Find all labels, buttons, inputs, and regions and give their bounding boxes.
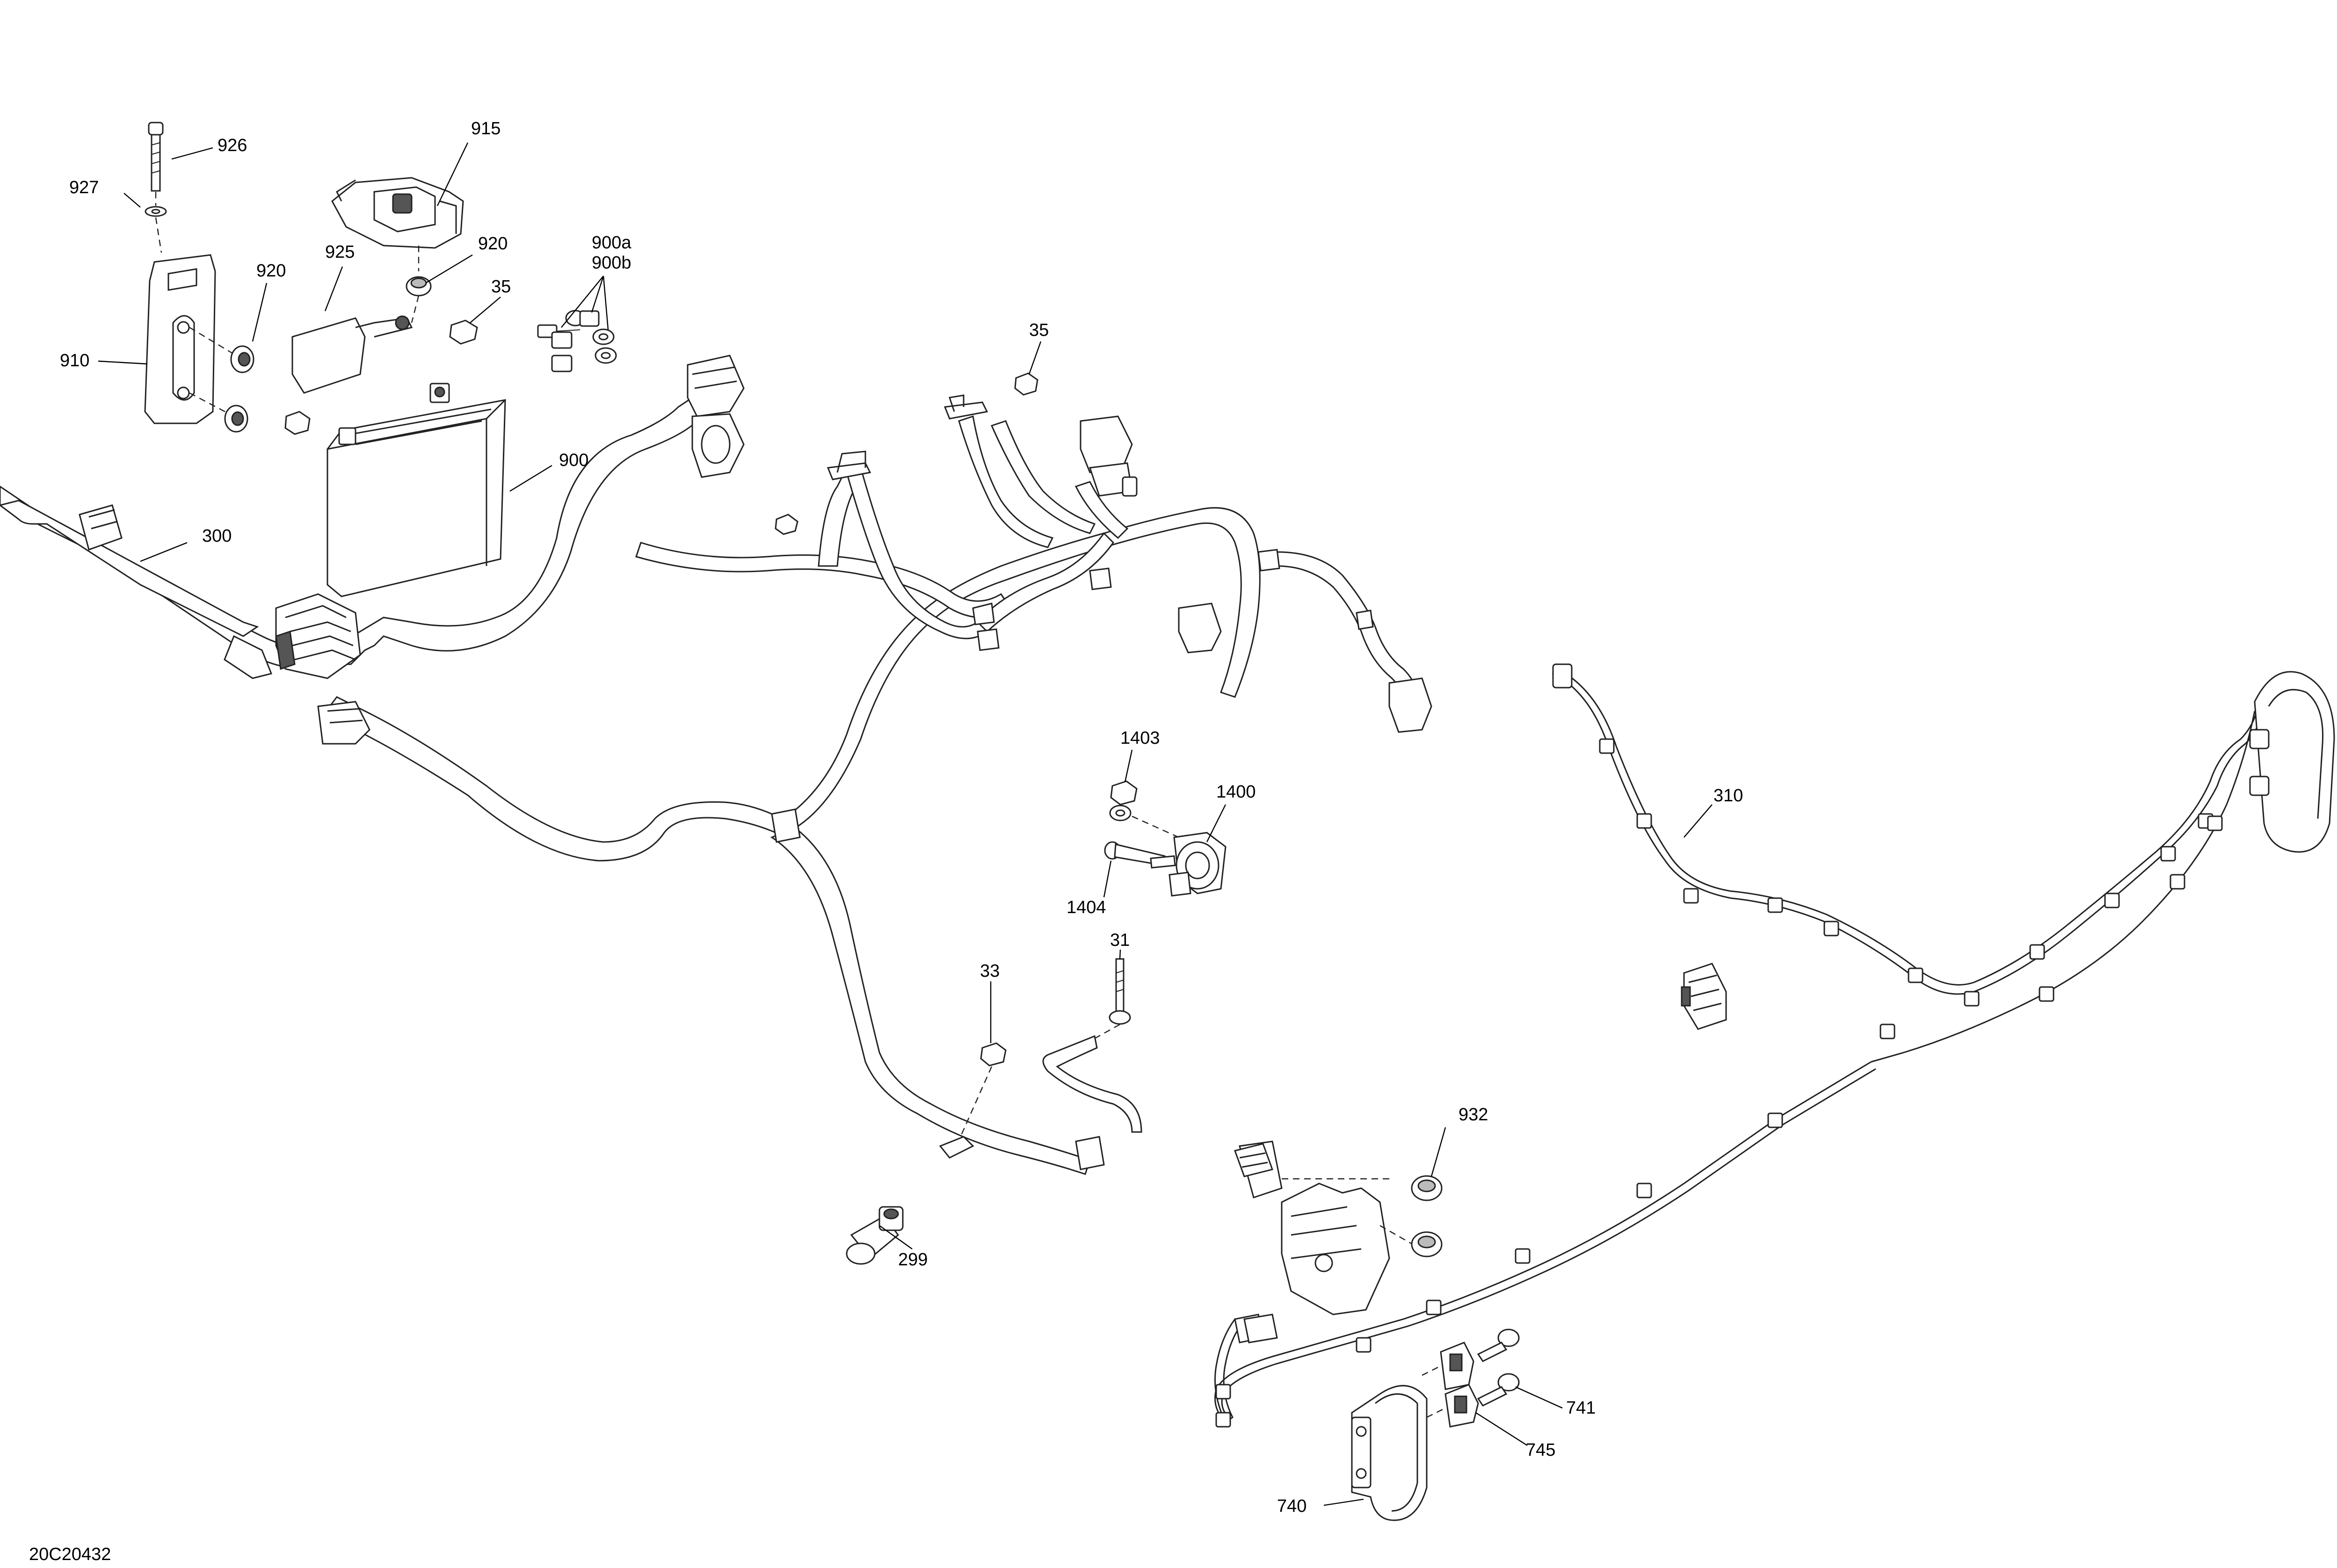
hardware-900a-900b: [537, 310, 617, 372]
callout-1400: 1400: [1216, 782, 1256, 802]
tail-light-740: [1351, 1385, 1428, 1521]
cover-925: [291, 315, 413, 394]
callout-300: 300: [202, 526, 232, 546]
central-harness: [635, 394, 1432, 1175]
callout-740: 740: [1277, 1496, 1306, 1516]
callout-1404: 1404: [1067, 898, 1106, 917]
callout-920-upper: 920: [478, 234, 508, 254]
callout-926: 926: [218, 136, 247, 155]
callout-910: 910: [60, 351, 89, 370]
nut-33: [980, 1042, 1007, 1067]
tail-harness-310: [1214, 663, 2265, 1428]
bolt-31: [1109, 958, 1131, 1025]
callout-925: 925: [325, 242, 355, 262]
callout-310: 310: [1713, 786, 1743, 806]
nut-left-harness: [775, 514, 798, 535]
callout-31: 31: [1110, 930, 1130, 950]
callout-1403: 1403: [1120, 728, 1160, 748]
nut-1403: [1110, 780, 1138, 806]
figure-id: 20C20432: [29, 1545, 111, 1564]
grommet-920-lower: [224, 405, 248, 433]
callout-35-battery: 35: [491, 277, 511, 297]
nut-35-battery: [449, 319, 478, 345]
battery-900: [327, 383, 506, 597]
callout-900b: 900b: [592, 253, 631, 273]
callout-920-left: 920: [256, 261, 286, 281]
ring-terminal-299: [846, 1206, 904, 1265]
main-harness-300: [0, 355, 791, 862]
callout-299: 299: [898, 1250, 928, 1270]
washer-927: [145, 206, 167, 217]
connector-loose: [1681, 963, 1727, 1030]
bolt-741: [1477, 1328, 1520, 1407]
grommet-920-left: [230, 345, 254, 373]
grommet-932-upper: [1411, 1175, 1443, 1201]
grommet-932-lower: [1411, 1231, 1443, 1257]
callout-33: 33: [980, 961, 1000, 981]
nut-920-upper: [406, 276, 432, 297]
callout-35-upper: 35: [1029, 320, 1049, 340]
terminal-cover-915: [331, 177, 464, 249]
callout-927: 927: [69, 178, 99, 197]
callout-932: 932: [1459, 1105, 1488, 1125]
bolt-926: [148, 122, 164, 192]
callout-915: 915: [471, 119, 501, 138]
bracket-910: [144, 254, 216, 424]
nut-battery-lower: [284, 411, 311, 435]
tail-light-upper: [2249, 671, 2335, 853]
nut-35-upper: [1014, 372, 1038, 396]
connector-745: [1440, 1342, 1479, 1428]
callout-741: 741: [1566, 1398, 1596, 1418]
callout-900a: 900a: [592, 233, 631, 253]
sensor-1400: [1150, 832, 1227, 897]
callout-745: 745: [1526, 1440, 1555, 1460]
washer-1403: [1109, 805, 1132, 821]
callout-900: 900: [559, 450, 588, 470]
module-relay: [1281, 1183, 1390, 1315]
